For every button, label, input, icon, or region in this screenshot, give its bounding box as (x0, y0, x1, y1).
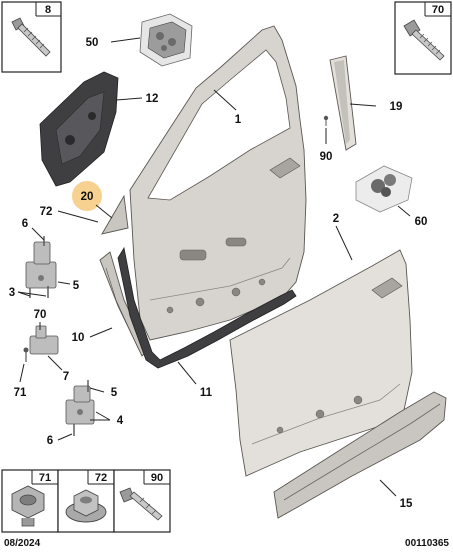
callout-50: 50 (86, 37, 99, 49)
flange-bolt-icon (403, 19, 445, 61)
nut-icon (11, 485, 45, 527)
part-50-connector[interactable] (139, 13, 193, 67)
callout-12: 12 (146, 93, 159, 105)
callout-60: 60 (415, 216, 428, 228)
callout-3: 3 (9, 287, 15, 299)
box-label-72: 72 (95, 472, 107, 484)
part-box-72[interactable]: 72 (57, 469, 115, 533)
callout-4: 4 (117, 415, 124, 427)
box-label-90: 90 (151, 472, 163, 484)
callout-10: 10 (72, 332, 85, 344)
flange-nut-icon (65, 489, 107, 523)
part-90-clip[interactable] (323, 115, 329, 126)
box-label-71: 71 (39, 472, 51, 484)
callout-15: 15 (400, 498, 413, 510)
upper-hinge[interactable] (25, 236, 57, 298)
callout-6-bottom: 6 (47, 435, 53, 447)
part-box-90[interactable]: 90 (113, 469, 171, 533)
part-2-outer-skin[interactable] (229, 249, 413, 477)
callout-5-bottom: 5 (111, 387, 118, 399)
part-box-71[interactable]: 71 (1, 469, 59, 533)
callout-90: 90 (320, 151, 333, 163)
callout-5-top: 5 (73, 280, 80, 292)
highlight-marker (72, 181, 102, 211)
part-box-8[interactable]: 8 (1, 1, 62, 73)
callout-7: 7 (63, 371, 69, 383)
part-15-sill-trim[interactable] (273, 391, 447, 519)
part-60-clip-kit[interactable] (355, 165, 413, 213)
footer-date: 08/2024 (4, 538, 41, 549)
callout-72: 72 (40, 206, 53, 218)
callout-20: 20 (81, 191, 94, 203)
part-11-door-seal[interactable] (117, 246, 297, 369)
part-20-mirror-base[interactable] (72, 181, 129, 235)
callout-70: 70 (34, 309, 47, 321)
callout-71: 71 (14, 387, 27, 399)
callout-6-top: 6 (22, 218, 28, 230)
bolt-icon (11, 17, 51, 57)
lower-hinge[interactable] (65, 380, 95, 436)
box-label-70: 70 (432, 4, 444, 16)
part-12-inner-panel[interactable] (39, 71, 119, 187)
clip-icon (119, 487, 163, 521)
callout-11: 11 (200, 387, 213, 399)
part-1-door-shell[interactable] (129, 25, 307, 341)
box-label-8: 8 (45, 4, 51, 16)
callout-2: 2 (333, 213, 339, 225)
part-19-pillar-trim[interactable] (329, 55, 357, 151)
callout-1: 1 (235, 114, 242, 126)
footer-reference: 00110365 (405, 538, 449, 549)
door-check[interactable] (23, 325, 59, 362)
callout-19: 19 (390, 101, 403, 113)
part-box-70[interactable]: 70 (394, 1, 452, 75)
